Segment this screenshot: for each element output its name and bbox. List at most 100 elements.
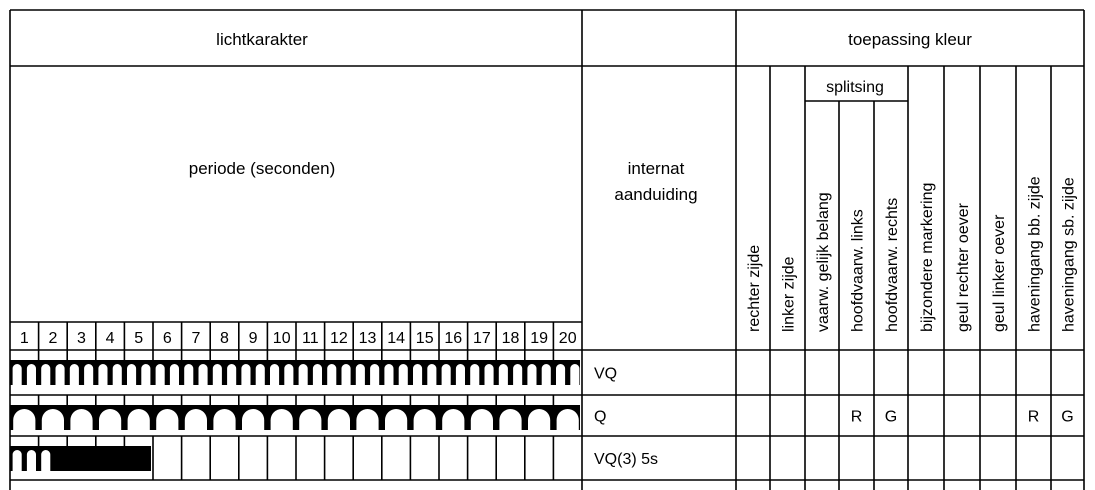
flash-mark [284, 364, 294, 385]
flash-mark [484, 364, 494, 385]
flash-mark [41, 450, 51, 471]
splitsing-header: splitsing [826, 79, 884, 96]
flash-mark [26, 450, 36, 471]
second-number: 17 [473, 330, 491, 347]
flash-mark [156, 409, 179, 430]
dark-band [10, 405, 580, 430]
second-number: 15 [416, 330, 434, 347]
flash-mark [528, 409, 551, 430]
flash-mark [270, 364, 280, 385]
column-label: haveningang sb. zijde [1061, 177, 1078, 332]
flash-mark [70, 409, 93, 430]
flash-mark [327, 409, 350, 430]
cell-value: R [1028, 409, 1040, 426]
flash-mark [341, 364, 351, 385]
flash-mark [99, 409, 122, 430]
flash-mark [155, 363, 165, 385]
flash-mark [270, 409, 293, 430]
second-number: 19 [530, 330, 548, 347]
flash-mark [127, 364, 137, 385]
header-labels: lichtkarakter periode (seconden) interna… [189, 30, 972, 204]
flash-mark [312, 364, 322, 385]
flash-mark [184, 364, 194, 385]
second-number: 8 [220, 330, 229, 347]
flash-mark [98, 364, 108, 385]
flash-mark [12, 450, 22, 471]
flash-mark [112, 364, 122, 385]
flash-mark [298, 364, 308, 385]
flash-mark [398, 364, 408, 385]
flash-mark [255, 364, 265, 385]
second-number: 3 [77, 330, 86, 347]
flash-mark [242, 409, 265, 430]
internat-header-line2: aanduiding [614, 185, 697, 204]
flash-mark [169, 364, 179, 385]
row-code: Q [594, 409, 606, 426]
row-code: VQ [594, 366, 617, 383]
column-label: bijzondere markering [919, 183, 936, 332]
flash-mark [556, 409, 579, 430]
flash-mark [455, 364, 465, 385]
column-label: linker zijde [781, 256, 798, 332]
flash-mark [84, 363, 94, 385]
flash-mark [327, 364, 337, 385]
column-label: geul rechter oever [955, 202, 972, 332]
second-number: 16 [444, 330, 462, 347]
flash-mark [356, 409, 379, 430]
flash-mark [413, 364, 423, 385]
second-number: 18 [502, 330, 520, 347]
flash-mark [413, 409, 436, 430]
cell-value: R [851, 409, 863, 426]
flash-mark [556, 363, 566, 385]
flash-mark [527, 364, 537, 385]
flash-mark [41, 364, 51, 385]
toepassing-header: toepassing kleur [848, 30, 972, 49]
flash-mark [13, 409, 36, 430]
second-number: 10 [273, 330, 291, 347]
lichtkarakter-header: lichtkarakter [216, 30, 308, 49]
cell-value: G [1061, 409, 1073, 426]
flash-mark [541, 364, 551, 385]
column-labels: rechter zijde linker zijde vaarw. gelijk b… [746, 176, 1078, 332]
column-label: hoofdvaarw. links [850, 209, 867, 332]
flash-mark [470, 363, 480, 385]
flash-mark [498, 364, 508, 385]
flash-mark [141, 363, 151, 385]
flash-mark [212, 364, 222, 385]
flash-mark [127, 409, 150, 430]
flash-mark [385, 409, 408, 430]
second-number: 20 [559, 330, 577, 347]
flash-mark [370, 364, 380, 385]
flash-mark [441, 364, 451, 385]
flash-mark [213, 409, 236, 430]
flash-mark [570, 363, 580, 385]
second-number: 2 [48, 330, 57, 347]
column-label: haveningang bb. zijde [1027, 176, 1044, 332]
periode-header: periode (seconden) [189, 159, 335, 178]
column-label: vaarw. gelijk belang [815, 192, 832, 332]
flash-mark [55, 364, 65, 385]
second-number: 13 [359, 330, 377, 347]
flash-mark [184, 409, 207, 430]
flash-mark [442, 409, 465, 430]
column-label: geul linker oever [991, 214, 1008, 332]
second-number: 1 [20, 330, 29, 347]
second-number: 12 [330, 330, 348, 347]
second-number: 11 [302, 330, 319, 347]
column-label: hoofdvaarw. rechts [884, 198, 901, 332]
cell-value: G [885, 409, 897, 426]
flash-mark [427, 364, 437, 385]
flash-mark [499, 409, 522, 430]
flash-mark [12, 363, 22, 385]
dark-band [10, 360, 580, 385]
second-number: 9 [249, 330, 258, 347]
flash-mark [355, 364, 365, 385]
second-number: 14 [387, 330, 405, 347]
second-number: 7 [191, 330, 200, 347]
flash-mark [299, 409, 322, 430]
flash-mark [26, 363, 36, 385]
column-label: rechter zijde [746, 245, 763, 332]
